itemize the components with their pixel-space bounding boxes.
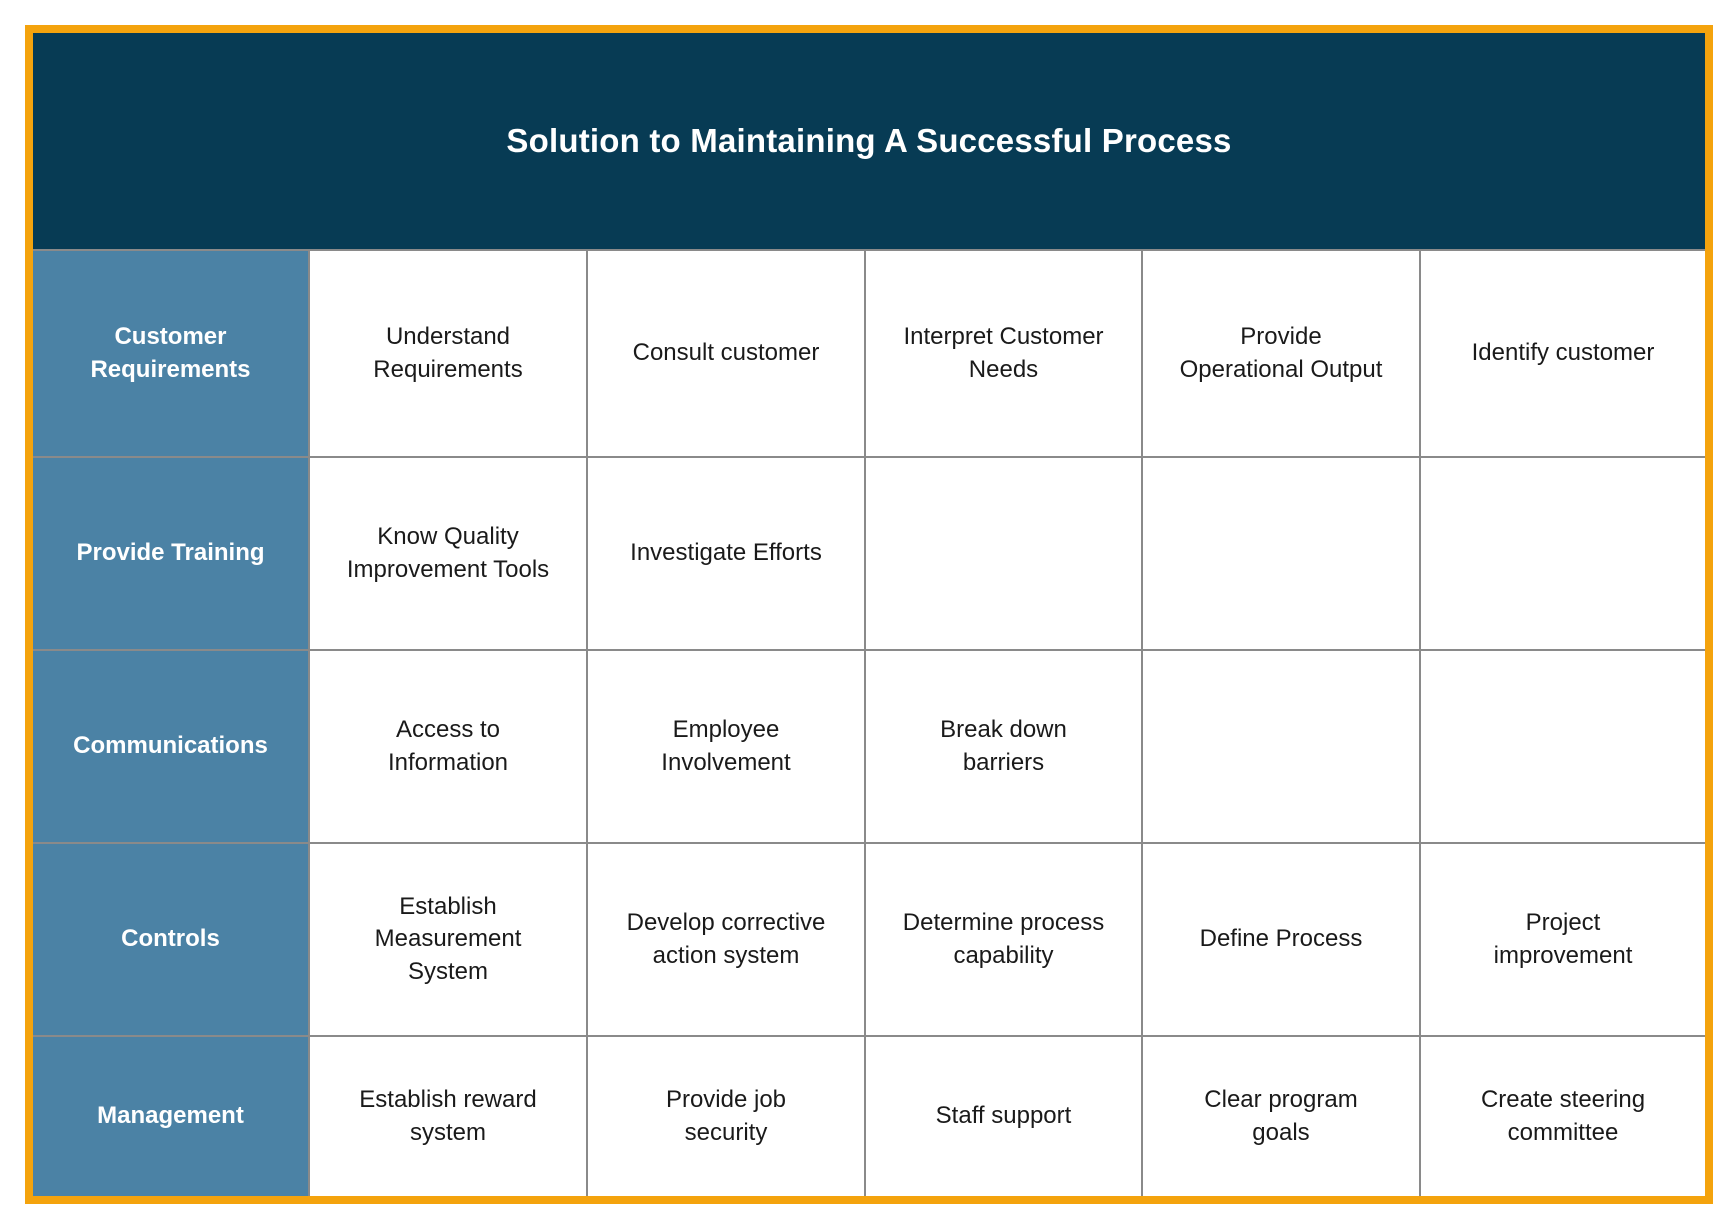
cell-r2c4 [1421,651,1705,844]
cell-r1c2 [866,458,1143,651]
cell-r0c4: Identify customer [1421,251,1705,458]
cell-r4c1: Provide job security [588,1037,866,1196]
row-header-controls: Controls [33,844,310,1037]
cell-r2c0: Access to Information [310,651,588,844]
row-header-customer-requirements: Customer Requirements [33,251,310,458]
cell-r1c1: Investigate Efforts [588,458,866,651]
cell-r0c3: Provide Operational Output [1143,251,1421,458]
cell-r1c4 [1421,458,1705,651]
cell-r0c0: Understand Requirements [310,251,588,458]
cell-r3c3: Define Process [1143,844,1421,1037]
row-header-communications: Communications [33,651,310,844]
cell-r2c2: Break down barriers [866,651,1143,844]
cell-r4c3: Clear program goals [1143,1037,1421,1196]
cell-r1c0: Know Quality Improvement Tools [310,458,588,651]
page-title: Solution to Maintaining A Successful Pro… [506,122,1232,159]
cell-r2c1: Employee Involvement [588,651,866,844]
cell-r1c3 [1143,458,1421,651]
row-header-provide-training: Provide Training [33,458,310,651]
cell-r4c4: Create steering committee [1421,1037,1705,1196]
cell-r3c1: Develop corrective action system [588,844,866,1037]
cell-r0c1: Consult customer [588,251,866,458]
cell-r4c0: Establish reward system [310,1037,588,1196]
row-header-management: Management [33,1037,310,1196]
matrix-table: Customer Requirements Understand Require… [33,251,1705,1196]
cell-r3c0: Establish Measurement System [310,844,588,1037]
page-frame: Solution to Maintaining A Successful Pro… [25,25,1713,1204]
title-banner: Solution to Maintaining A Successful Pro… [33,33,1705,251]
cell-r3c2: Determine process capability [866,844,1143,1037]
cell-r3c4: Project improvement [1421,844,1705,1037]
cell-r0c2: Interpret Customer Needs [866,251,1143,458]
cell-r4c2: Staff support [866,1037,1143,1196]
cell-r2c3 [1143,651,1421,844]
